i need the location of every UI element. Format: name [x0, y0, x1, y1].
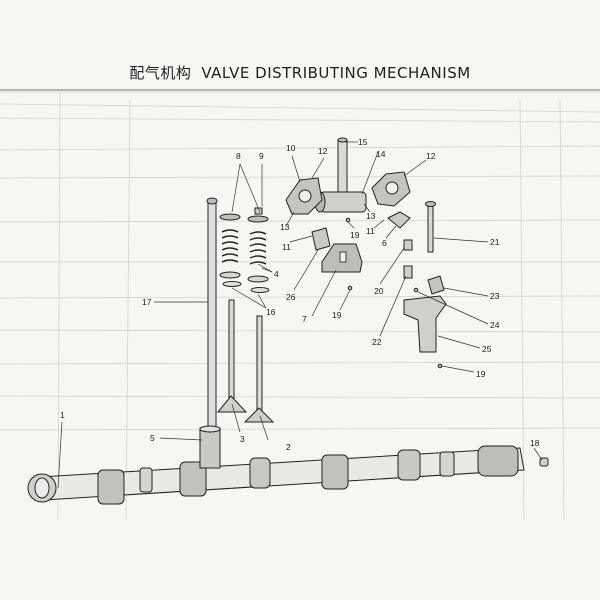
- rocker-arm-left: [285, 177, 323, 215]
- exhaust-valve: [243, 315, 275, 423]
- callout-17: 17: [142, 297, 152, 307]
- callout-labels: 1 2 3 4 5 6 7 8 9 10 11 11 12 12 13 13 1…: [60, 137, 540, 452]
- callout-20: 20: [374, 286, 384, 296]
- leader-lines: [57, 141, 543, 489]
- page-title: 配气机构 VALVE DISTRIBUTING MECHANISM: [0, 62, 600, 83]
- callout-3: 3: [240, 434, 245, 444]
- camshaft: [27, 445, 525, 505]
- callout-21: 21: [490, 237, 500, 247]
- intake-valve: [216, 299, 248, 413]
- pin: [403, 265, 413, 279]
- title-english: VALVE DISTRIBUTING MECHANISM: [201, 64, 471, 82]
- support-block: [311, 227, 331, 251]
- bolt: [425, 201, 436, 253]
- bleed-through-grid: [0, 91, 600, 521]
- valve-springs: [219, 207, 270, 293]
- callout-11a: 11: [282, 242, 291, 252]
- callout-12b: 12: [426, 151, 436, 161]
- callout-16: 16: [266, 307, 276, 317]
- rocker-arm-pad: [387, 211, 411, 229]
- callout-22: 22: [372, 337, 382, 347]
- callout-7: 7: [302, 314, 307, 324]
- tappet: [199, 425, 221, 469]
- callout-2: 2: [286, 442, 291, 452]
- callout-1: 1: [60, 410, 65, 420]
- callout-19b: 19: [332, 310, 342, 320]
- callout-26: 26: [286, 292, 296, 302]
- callout-13a: 13: [280, 222, 290, 232]
- callout-13b: 13: [366, 211, 376, 221]
- rocker-bracket: [403, 295, 447, 353]
- small-balls: [345, 217, 443, 369]
- rocker-shaft-bushing: [314, 191, 367, 213]
- callout-15: 15: [358, 137, 368, 147]
- callout-18: 18: [530, 438, 540, 448]
- sleeve: [403, 239, 413, 251]
- callout-25: 25: [482, 344, 492, 354]
- callout-11b: 11: [366, 226, 375, 236]
- callout-24: 24: [490, 320, 500, 330]
- callout-10: 10: [286, 143, 296, 153]
- callout-5: 5: [150, 433, 155, 443]
- callout-4: 4: [274, 269, 279, 279]
- camshaft-lobes: [97, 445, 519, 505]
- rocker-arm-right: [371, 171, 411, 207]
- callout-23: 23: [490, 291, 500, 301]
- callout-19a: 19: [350, 230, 360, 240]
- title-chinese: 配气机构: [129, 64, 192, 82]
- push-rod: [206, 197, 218, 429]
- bracket-arm: [427, 275, 445, 295]
- callout-19c: 19: [476, 369, 486, 379]
- callout-14: 14: [376, 149, 386, 159]
- callout-9: 9: [259, 151, 264, 161]
- callout-12a: 12: [318, 146, 328, 156]
- callout-6: 6: [382, 238, 387, 248]
- callout-8: 8: [236, 151, 241, 161]
- rocker-support: [321, 243, 363, 273]
